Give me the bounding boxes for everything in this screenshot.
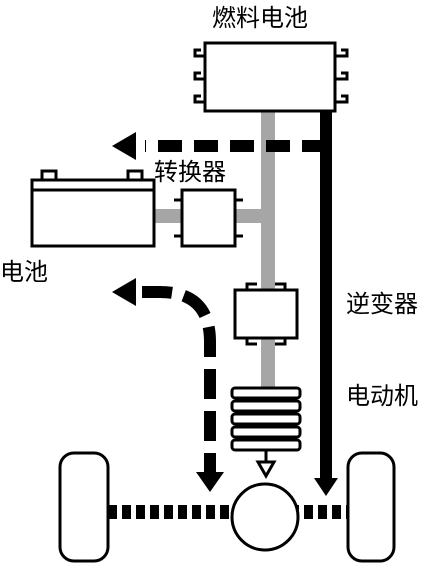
inverter-block <box>233 282 299 346</box>
fuel-cell-label: 燃料电池 <box>212 4 308 32</box>
drive-unit-circle <box>230 482 300 552</box>
battery-terminal-right <box>126 169 144 182</box>
battery-body <box>30 188 156 248</box>
battery-block <box>30 169 156 248</box>
fuel-cell-block <box>193 41 349 113</box>
fuel-cell-terminals <box>193 48 349 104</box>
converter-label: 转换器 <box>154 158 226 186</box>
motor-block <box>230 386 302 480</box>
battery-terminal-left <box>40 169 58 182</box>
inverter-body <box>233 288 299 340</box>
battery-label: 电池 <box>0 258 48 286</box>
wheel-right <box>346 451 396 563</box>
motor-label: 电动机 <box>346 382 418 410</box>
regen-flow <box>112 278 224 492</box>
battery-top <box>30 178 156 192</box>
power-lines <box>155 108 275 392</box>
charge-to-battery-flow <box>112 132 326 160</box>
fuel-cell-to-axle-flow <box>314 111 338 496</box>
converter-block <box>174 188 243 248</box>
converter-body <box>180 188 237 248</box>
wheel-left <box>58 451 110 563</box>
fuel-cell-body <box>203 41 337 113</box>
inverter-label: 逆变器 <box>346 290 418 318</box>
